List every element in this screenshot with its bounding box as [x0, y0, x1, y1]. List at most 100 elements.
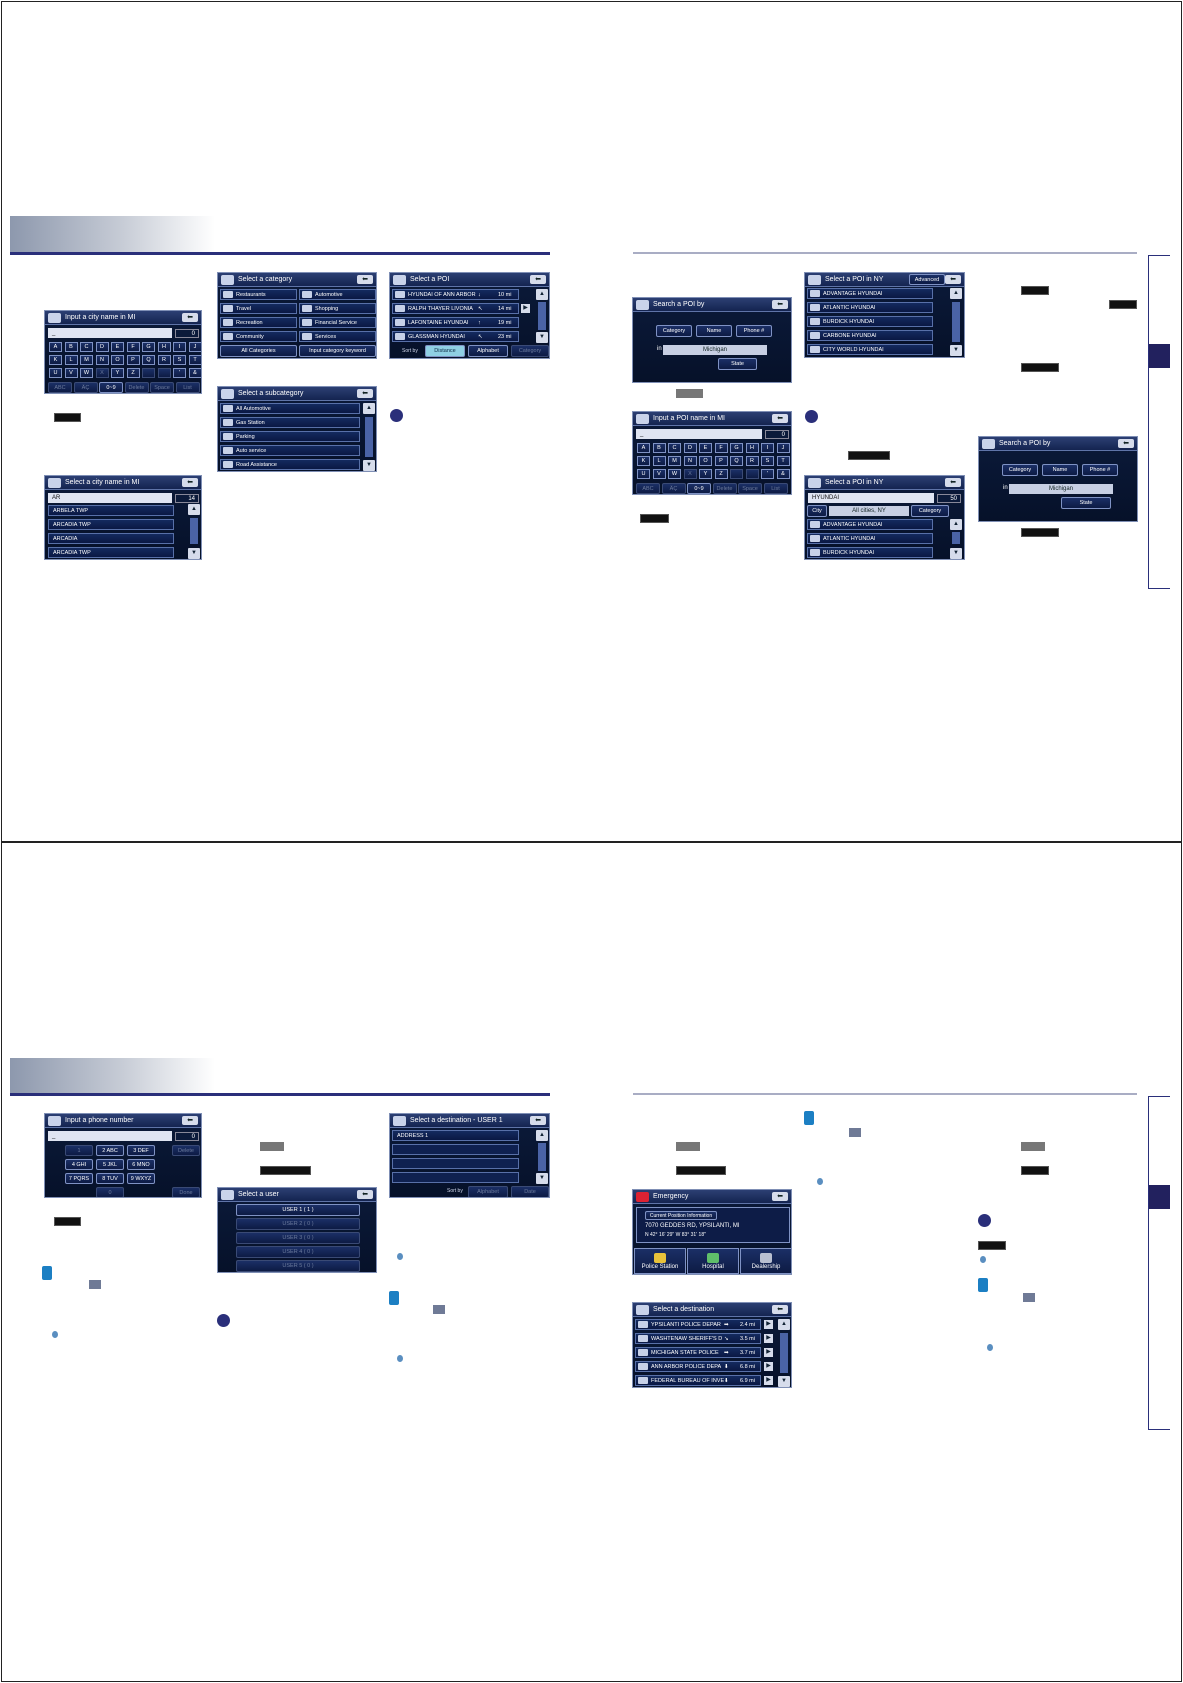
poi-row[interactable]: GLASSMAN HYUNDAI↖23 mi [392, 331, 519, 342]
user-5-button[interactable]: USER 5 ( 0 ) [236, 1260, 360, 1272]
back-button[interactable]: ⬅ [945, 275, 961, 284]
keyboard-key[interactable]: E [111, 342, 124, 352]
poi-row[interactable]: LAFONTAINE HYUNDAI↑19 mi [392, 317, 519, 328]
back-button[interactable]: ⬅ [772, 300, 788, 309]
keyboard-key[interactable]: S [761, 456, 774, 466]
phone-entry-field[interactable]: _ [48, 1131, 172, 1141]
keyboard-key[interactable]: H [157, 342, 171, 352]
destination-row[interactable]: WASHTENAW SHERIFF'S D↘3.5 mi [635, 1333, 761, 1344]
list-item[interactable]: ADVANTAGE HYUNDAI [807, 288, 933, 299]
list-item[interactable]: CITY WORLD HYUNDAI [807, 344, 933, 355]
category-restaurants[interactable]: Restaurants [220, 289, 297, 300]
poi-row[interactable]: RALPH THAYER LIVONIA↖14 mi [392, 303, 519, 314]
keyboard-key[interactable]: ' [761, 469, 774, 479]
keyboard-key[interactable]: Q [142, 355, 155, 365]
detail-arrow-icon[interactable]: ▶ [764, 1320, 773, 1329]
category-shopping[interactable]: Shopping [299, 303, 376, 314]
key-5[interactable]: 5 JKL [96, 1159, 124, 1170]
search-category-button[interactable]: Category [656, 325, 692, 337]
category-recreation[interactable]: Recreation [220, 317, 297, 328]
keyboard-mode-button[interactable]: ABC [636, 483, 660, 494]
scroll-thumb[interactable] [190, 518, 198, 544]
sort-date-button[interactable]: Date [511, 1186, 549, 1197]
keyboard-key[interactable]: A [637, 443, 650, 453]
back-button[interactable]: ⬅ [530, 1116, 546, 1125]
back-button[interactable]: ⬅ [772, 1305, 788, 1314]
keyboard-key[interactable]: L [64, 355, 78, 365]
scroll-down-icon[interactable]: ▼ [778, 1376, 790, 1387]
search-phone-button[interactable]: Phone # [736, 325, 772, 337]
hospital-tile[interactable]: Hospital [687, 1248, 739, 1274]
list-item[interactable]: CARBONE HYUNDAI [807, 330, 933, 341]
keyboard-key[interactable]: V [652, 469, 666, 479]
keyboard-mode-button[interactable]: 0~9 [687, 483, 711, 494]
back-button[interactable]: ⬅ [182, 1116, 198, 1125]
keyboard-key[interactable]: F [714, 443, 728, 453]
back-button[interactable]: ⬅ [945, 478, 961, 487]
keyboard-key[interactable]: R [157, 355, 171, 365]
keyboard-key[interactable] [142, 368, 155, 378]
keyboard-mode-button[interactable]: Space [738, 483, 762, 494]
scrollbar[interactable]: ▲ ▼ [363, 403, 375, 471]
scroll-down-icon[interactable]: ▼ [950, 345, 962, 356]
keyboard-key[interactable]: E [699, 443, 712, 453]
scroll-up-icon[interactable]: ▲ [950, 519, 962, 530]
scroll-down-icon[interactable]: ▼ [188, 548, 200, 559]
sort-alphabet-button[interactable]: Alphabet [468, 345, 508, 357]
destination-row[interactable]: MICHIGAN STATE POLICE➡3.7 mi [635, 1347, 761, 1358]
user-1-button[interactable]: USER 1 ( 1 ) [236, 1204, 360, 1216]
keyboard-mode-button[interactable]: Space [150, 382, 174, 393]
back-button[interactable]: ⬅ [182, 313, 198, 322]
keyboard-key[interactable]: I [761, 443, 774, 453]
key-4[interactable]: 4 GHI [65, 1159, 93, 1170]
back-button[interactable]: ⬅ [772, 1192, 788, 1201]
category-travel[interactable]: Travel [220, 303, 297, 314]
keyboard-mode-button[interactable]: Delete [712, 483, 737, 494]
keyboard-key[interactable]: U [637, 469, 650, 479]
search-category-button[interactable]: Category [1002, 464, 1038, 476]
keyboard-key[interactable]: W [80, 368, 93, 378]
city-entry-field[interactable]: _ [48, 328, 172, 338]
sort-alphabet-button[interactable]: Alphabet [468, 1186, 508, 1197]
keyboard-key[interactable]: T [188, 355, 201, 365]
scroll-up-icon[interactable]: ▲ [950, 288, 962, 299]
keyboard-key[interactable]: P [714, 456, 728, 466]
list-item[interactable]: BURDICK HYUNDAI [807, 316, 933, 327]
list-item[interactable]: BURDICK HYUNDAI [807, 547, 933, 558]
list-item[interactable]: Road Assistance [220, 459, 360, 470]
key-0[interactable]: 0 [96, 1187, 124, 1197]
sort-distance-button[interactable]: Distance [425, 345, 465, 357]
keyboard-key[interactable]: M [668, 456, 681, 466]
keyboard-key[interactable]: V [64, 368, 78, 378]
keyboard-key[interactable]: Z [714, 469, 728, 479]
list-item[interactable]: All Automotive [220, 403, 360, 414]
scroll-thumb[interactable] [952, 532, 960, 544]
key-9[interactable]: 9 WXYZ [127, 1173, 155, 1184]
keyboard-key[interactable]: C [668, 443, 681, 453]
keyboard-mode-button[interactable]: ABC [48, 382, 72, 393]
done-button[interactable]: Done [172, 1187, 200, 1197]
keyboard-key[interactable]: R [745, 456, 759, 466]
keyboard-key[interactable]: G [142, 342, 155, 352]
advanced-button[interactable]: Advanced [909, 274, 945, 285]
back-button[interactable]: ⬅ [357, 1190, 373, 1199]
keyboard-key[interactable]: Y [111, 368, 124, 378]
sort-category-button[interactable]: Category [511, 345, 549, 357]
scrollbar[interactable]: ▲ ▼ [778, 1319, 790, 1387]
keyboard-key[interactable] [745, 469, 759, 479]
keyboard-key[interactable]: M [80, 355, 93, 365]
city-entry-field[interactable]: AR [48, 493, 172, 503]
poi-entry-field[interactable]: HYUNDAI [808, 493, 934, 503]
keyboard-key[interactable]: W [668, 469, 681, 479]
state-button[interactable]: State [718, 358, 757, 370]
scroll-up-icon[interactable]: ▲ [778, 1319, 790, 1330]
search-name-button[interactable]: Name [1042, 464, 1078, 476]
poi-row[interactable]: HYUNDAI OF ANN ARBOR↓10 mi [392, 289, 519, 300]
category-community[interactable]: Community [220, 331, 297, 342]
keyboard-key[interactable]: N [683, 456, 697, 466]
police-station-tile[interactable]: Police Station [634, 1248, 686, 1274]
scrollbar[interactable]: ▲ ▼ [536, 1130, 548, 1184]
back-button[interactable]: ⬅ [530, 275, 546, 284]
keyboard-key[interactable]: O [111, 355, 124, 365]
keyboard-key[interactable]: O [699, 456, 712, 466]
